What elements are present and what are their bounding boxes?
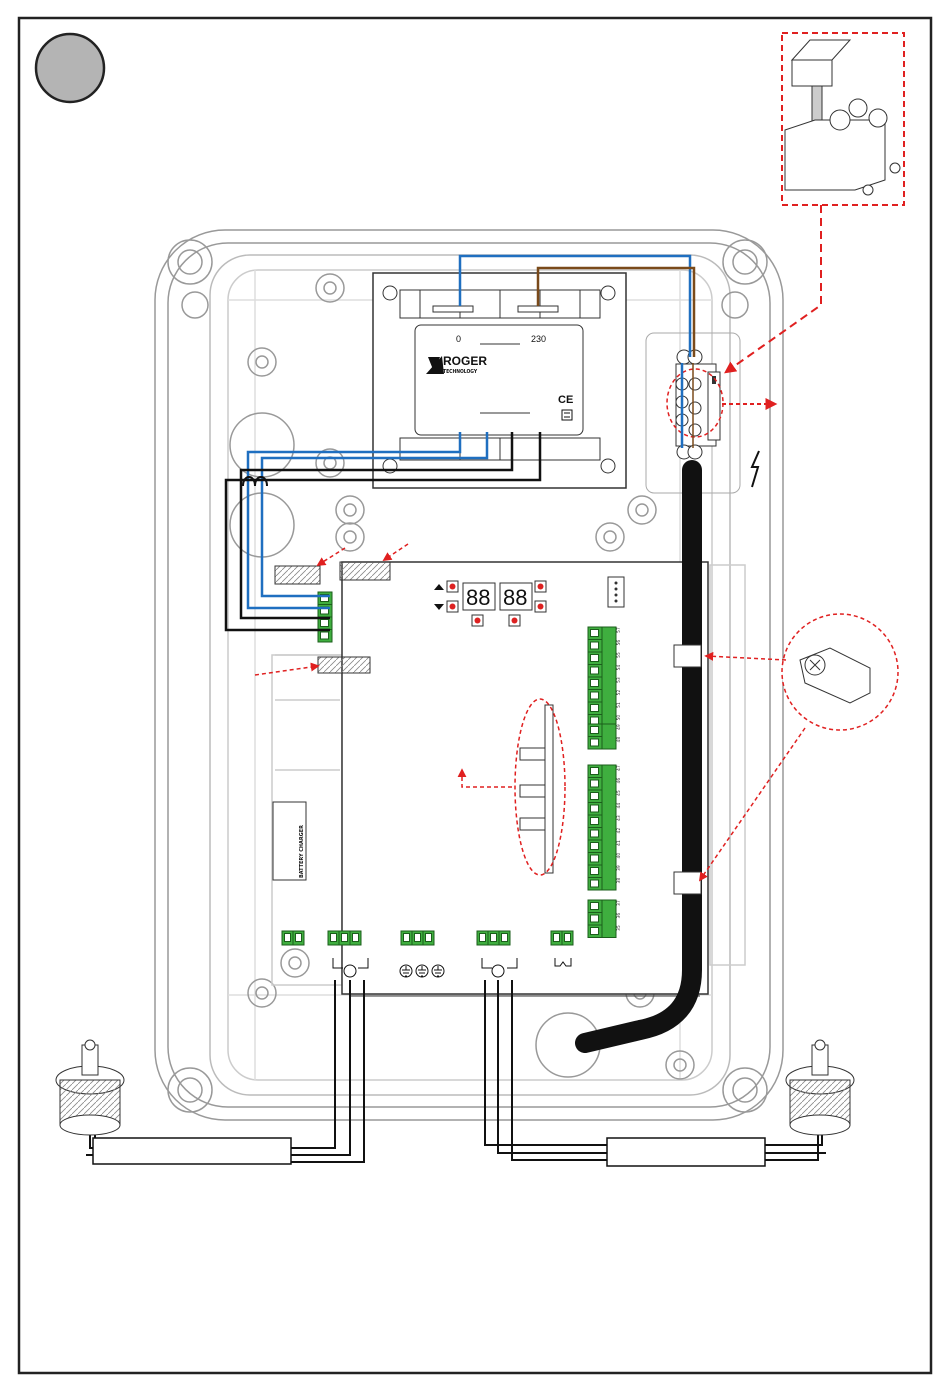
- terminal-screw: [321, 620, 329, 627]
- terminal-number: 35: [616, 925, 622, 931]
- terminal-number: 56: [616, 640, 622, 646]
- terminal-screw: [591, 768, 599, 775]
- tap-0-label: 0: [456, 334, 461, 344]
- terminal-number: 42: [616, 828, 622, 834]
- transformer: ROGER TECHNOLOGY CE 0 230: [373, 273, 626, 488]
- lightning-bolt-icon: [752, 451, 759, 487]
- terminal-number: 43: [616, 815, 622, 821]
- ce-mark: CE: [558, 394, 573, 406]
- terminal-screw: [591, 880, 599, 887]
- callout-leader: [384, 544, 408, 560]
- cable-sleeve-right: [607, 1138, 765, 1166]
- terminal-screw: [565, 934, 571, 942]
- display-right-digits: 88: [503, 585, 527, 610]
- terminal-screw: [480, 934, 486, 942]
- terminal-number: 57: [616, 627, 622, 633]
- tap-230-label: 230: [531, 334, 546, 344]
- terminal-number: 45: [616, 790, 622, 796]
- terminal-screw: [591, 843, 599, 850]
- terminal-screw: [321, 632, 329, 639]
- callout-leader: [255, 666, 318, 675]
- terminal-strip: [602, 627, 616, 727]
- terminal-number: 36: [616, 913, 622, 919]
- terminal-screw: [591, 780, 599, 787]
- step-badge: [36, 34, 104, 102]
- fuse-holder: [340, 562, 390, 580]
- terminal-number: 50: [616, 715, 622, 721]
- terminal-strip: [602, 724, 616, 749]
- terminal-screw: [591, 667, 599, 674]
- terminal-screw: [591, 868, 599, 875]
- battery-charger-label: BATTERY CHARGER: [299, 825, 305, 878]
- terminal-screw: [591, 727, 599, 734]
- fuse-holder: [275, 566, 320, 584]
- callout-leader: [700, 728, 805, 880]
- display-left-digits: 88: [466, 585, 490, 610]
- cable-clip: [674, 645, 701, 667]
- terminal-screw: [591, 903, 599, 910]
- terminal-strip: [602, 900, 616, 938]
- terminal-screw: [591, 692, 599, 699]
- terminal-screw: [591, 630, 599, 637]
- terminal-number: 41: [616, 840, 622, 846]
- terminal-screw: [591, 915, 599, 922]
- fuse-holder: [318, 657, 370, 673]
- terminal-number: 47: [616, 765, 622, 771]
- terminal-screw: [591, 818, 599, 825]
- terminal-screw: [591, 805, 599, 812]
- terminal-screw: [591, 855, 599, 862]
- terminal-number: 53: [616, 677, 622, 683]
- terminal-screw: [591, 793, 599, 800]
- terminal-screw: [591, 642, 599, 649]
- terminal-screw: [415, 934, 421, 942]
- terminal-screw: [331, 934, 337, 942]
- cable-sleeve-left: [93, 1138, 291, 1164]
- terminal-screw: [591, 655, 599, 662]
- terminal-screw: [342, 934, 348, 942]
- terminal-number: 54: [616, 665, 622, 671]
- terminal-number: 51: [616, 702, 622, 708]
- terminal-number: 44: [616, 803, 622, 809]
- terminal-number: 49: [616, 724, 622, 730]
- callout-leader: [706, 656, 786, 660]
- terminal-screw: [426, 934, 432, 942]
- terminal-screw: [554, 934, 560, 942]
- brand-subtitle: TECHNOLOGY: [443, 369, 478, 375]
- motor-icon: [786, 1040, 854, 1135]
- terminal-screw: [591, 739, 599, 746]
- cable-clip: [674, 872, 701, 894]
- receiver-module: [545, 705, 553, 873]
- terminal-number: 37: [616, 900, 622, 906]
- terminal-strip: [602, 765, 616, 890]
- terminal-number: 38: [616, 878, 622, 884]
- terminal-screw: [491, 934, 497, 942]
- terminal-number: 46: [616, 778, 622, 784]
- terminal-screw: [591, 830, 599, 837]
- terminal-number: 40: [616, 853, 622, 859]
- terminal-screw: [591, 928, 599, 935]
- terminal-screw: [502, 934, 508, 942]
- terminal-number: 39: [616, 865, 622, 871]
- terminal-number: 48: [616, 737, 622, 743]
- terminal-screw: [353, 934, 359, 942]
- terminal-number: 52: [616, 690, 622, 696]
- terminal-screw: [296, 934, 302, 942]
- brand-name: ROGER: [443, 354, 487, 368]
- terminal-screw: [404, 934, 410, 942]
- terminal-screw: [285, 934, 291, 942]
- terminal-screw: [591, 717, 599, 724]
- motor-icon: [56, 1040, 124, 1135]
- terminal-screw: [591, 680, 599, 687]
- terminal-number: 55: [616, 652, 622, 658]
- terminal-screw: [591, 705, 599, 712]
